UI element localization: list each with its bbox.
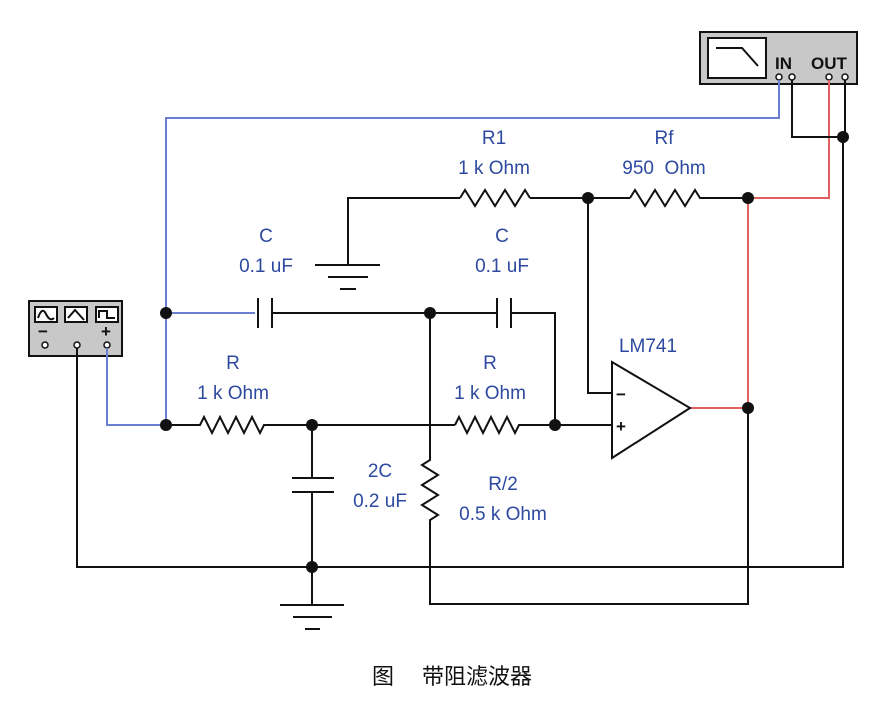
rf-name: Rf	[655, 128, 675, 149]
output-wires	[690, 80, 830, 409]
r1-value: 1 k Ohm	[458, 158, 530, 179]
bode-out-label: OUT	[811, 54, 848, 73]
fg-plus-label: +	[101, 322, 111, 341]
c3-value: 0.2 uF	[353, 491, 407, 512]
ground-icon	[315, 264, 380, 290]
triangle-wave-icon	[67, 308, 85, 321]
c2-name: C	[495, 226, 509, 247]
square-wave-icon	[98, 310, 115, 319]
fg-minus-label: −	[38, 322, 48, 341]
r3-value: 0.5 k Ohm	[459, 504, 547, 525]
ra-name: R	[226, 353, 240, 374]
fg-minus-terminal	[41, 341, 49, 349]
lowpass-curve-icon	[716, 47, 759, 67]
resistor-r1	[459, 188, 531, 208]
figure-caption: 图 带阻滤波器	[372, 665, 532, 690]
fg-plus-terminal	[103, 341, 111, 349]
opamp-minus: −	[616, 385, 626, 404]
junctions	[160, 131, 849, 573]
opamp-label: LM741	[619, 336, 677, 357]
capacitor-c1	[257, 298, 273, 328]
c2-value: 0.1 uF	[475, 256, 529, 277]
rf-value: 950 Ohm	[622, 158, 705, 179]
wires: − +	[76, 80, 846, 630]
resistor-rb	[454, 414, 612, 436]
bode-plotter[interactable]: IN OUT	[699, 31, 858, 85]
bode-in-label: IN	[775, 54, 792, 73]
c1-value: 0.1 uF	[239, 256, 293, 277]
bode-in-terminal	[788, 73, 796, 81]
rb-name: R	[483, 353, 497, 374]
resistor-rf	[629, 188, 748, 208]
opamp-lm741	[611, 360, 692, 460]
bode-in-terminal	[775, 73, 783, 81]
ra-value: 1 k Ohm	[197, 383, 269, 404]
bode-out-terminal	[841, 73, 849, 81]
input-wires	[106, 80, 780, 426]
bode-out-terminal	[825, 73, 833, 81]
c1-name: C	[259, 226, 273, 247]
r1-name: R1	[482, 128, 506, 149]
c3-name: 2C	[368, 461, 392, 482]
component-labels: R1 1 k Ohm Rf 950 Ohm C 0.1 uF C 0.1 uF …	[197, 128, 706, 525]
fg-common-terminal	[73, 341, 81, 349]
r3-name: R/2	[488, 474, 518, 495]
resistor-r-half	[420, 313, 749, 605]
function-generator[interactable]: − +	[28, 300, 123, 357]
sine-wave-icon	[37, 309, 55, 321]
resistor-ra	[166, 414, 455, 436]
ground-icon	[280, 604, 344, 630]
capacitor-c2	[496, 298, 512, 328]
rb-value: 1 k Ohm	[454, 383, 526, 404]
opamp-plus: +	[616, 417, 626, 436]
capacitor-2c	[292, 425, 334, 605]
